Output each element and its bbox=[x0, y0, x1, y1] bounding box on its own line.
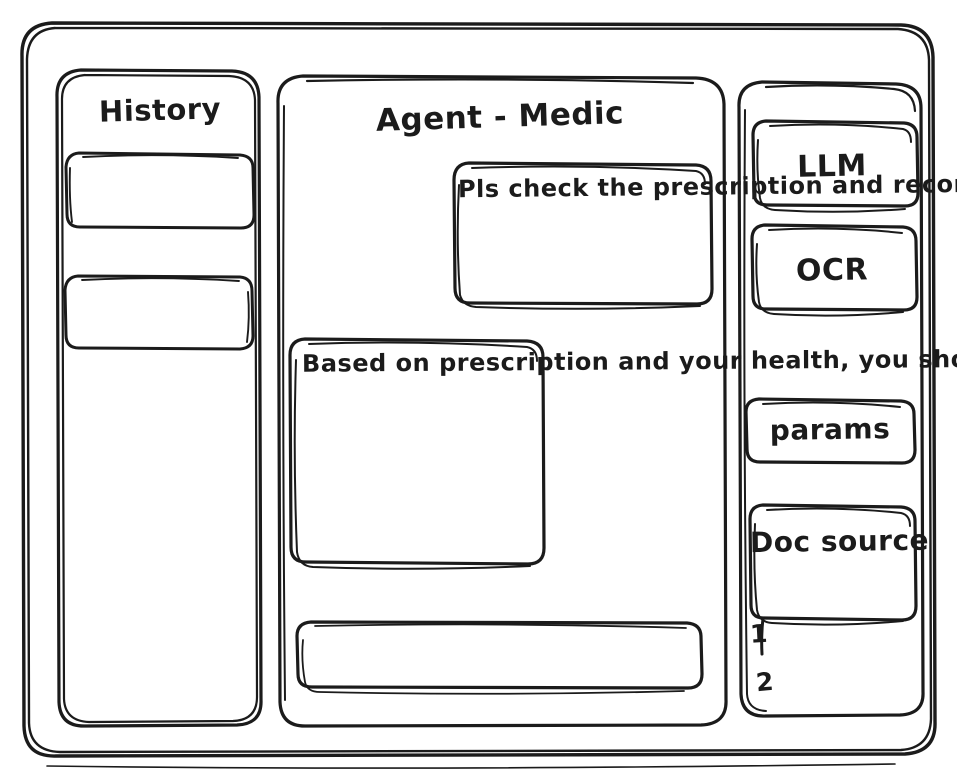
assistant-message-bubble bbox=[290, 339, 545, 568]
doc-source-item-1[interactable] bbox=[748, 616, 838, 658]
doc-source-button[interactable] bbox=[750, 505, 917, 624]
params-button[interactable] bbox=[746, 399, 916, 464]
tool-button-ocr[interactable] bbox=[752, 225, 918, 315]
message-composer-input[interactable] bbox=[297, 622, 703, 692]
history-item-1[interactable] bbox=[66, 153, 254, 229]
doc-source-item-2[interactable] bbox=[750, 662, 840, 706]
history-item-2[interactable] bbox=[65, 276, 253, 350]
tool-button-llm[interactable] bbox=[753, 121, 919, 211]
user-message-bubble bbox=[454, 163, 713, 308]
